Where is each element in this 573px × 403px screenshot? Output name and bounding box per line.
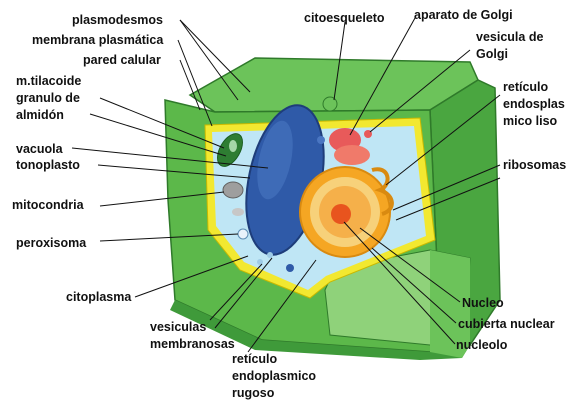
label-mitochondria: mitocondria xyxy=(12,198,84,212)
mitochondrion xyxy=(223,182,243,198)
label-rough-er-3: rugoso xyxy=(232,386,274,400)
label-tonoplast: tonoplasto xyxy=(16,158,80,172)
label-cytoplasm: citoplasma xyxy=(66,290,131,304)
label-nucleus: Nucleo xyxy=(462,296,504,310)
label-nucleolus: nucleolo xyxy=(456,338,507,352)
label-peroxisome: peroxisoma xyxy=(16,236,86,250)
label-rough-er-1: retículo xyxy=(232,352,277,366)
label-cytoskeleton: citoesqueleto xyxy=(304,11,385,25)
label-ribosomes: ribosomas xyxy=(503,158,566,172)
label-rough-er-2: endoplasmico xyxy=(232,369,316,383)
nucleus xyxy=(300,167,390,257)
label-starch-granule: granulo de xyxy=(16,91,80,105)
label-plasma-membrane: membrana plasmática xyxy=(32,33,163,47)
label-smooth-er-3: mico liso xyxy=(503,114,557,128)
label-thylakoid: m.tilacoide xyxy=(16,74,81,88)
label-golgi-vesicle-2: Golgi xyxy=(476,47,508,61)
label-vesicles-1: vesiculas xyxy=(150,320,206,334)
label-smooth-er-1: retículo xyxy=(503,80,548,94)
label-golgi-apparatus: aparato de Golgi xyxy=(414,8,513,22)
label-plasmodesmos: plasmodesmos xyxy=(72,13,163,27)
label-vacuole: vacuola xyxy=(16,142,63,156)
label-cell-wall: pared calular xyxy=(83,53,161,67)
label-smooth-er-2: endosplas xyxy=(503,97,565,111)
peroxisome xyxy=(238,229,248,239)
label-almidon: almidón xyxy=(16,108,64,122)
label-golgi-vesicle-1: vesicula de xyxy=(476,30,543,44)
nucleolus xyxy=(331,204,351,224)
label-nuclear-envelope: cubierta nuclear xyxy=(458,317,555,331)
label-vesicles-2: membranosas xyxy=(150,337,235,351)
